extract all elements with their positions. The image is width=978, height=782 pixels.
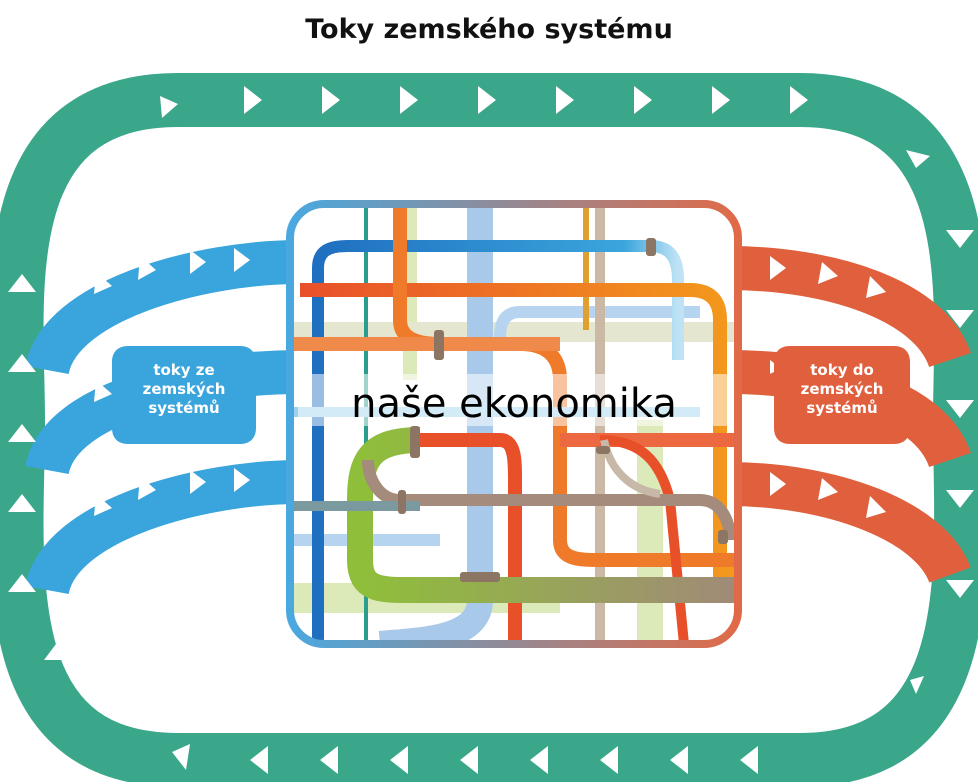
arrow-left-icon [740, 746, 758, 774]
outflow-label-line: systémů [806, 399, 877, 417]
center-label-band [298, 374, 734, 426]
arrow-left-icon [250, 746, 268, 774]
outflow-label-line: zemských [801, 380, 884, 398]
arrow-left-icon [172, 744, 190, 770]
arrow-down-icon [946, 490, 974, 508]
arrow-right-icon [712, 86, 730, 114]
arrow-right-icon [478, 86, 496, 114]
loop-arrows-bottom [172, 744, 758, 774]
arrow-up-icon [8, 354, 36, 372]
inflow-band [25, 240, 301, 376]
arrow-down-icon [946, 400, 974, 418]
economy-box-border [286, 200, 742, 648]
center-label: naše ekonomika [351, 381, 677, 427]
arrow-down-icon [946, 580, 974, 598]
arrow-down-icon [946, 310, 974, 328]
loop-arrows-right [906, 150, 974, 694]
inflow-label-line: zemských [143, 380, 226, 398]
outflow-band [727, 462, 971, 585]
arrow-left-icon [460, 746, 478, 774]
loop-arrows-top [160, 86, 808, 118]
loop-arrows-left [8, 186, 82, 660]
inflow-label-line: systémů [148, 399, 219, 417]
arrow-up-icon [8, 494, 36, 512]
outflow-label-line: toky do [810, 361, 874, 379]
outflow-label-tag: toky do zemských systémů [748, 346, 910, 444]
arrow-right-icon [322, 86, 340, 114]
diagram-title: Toky zemského systému [305, 14, 673, 45]
inflow-band [25, 460, 301, 596]
arrow-right-icon [160, 96, 178, 118]
arrow-down-icon [906, 150, 930, 168]
inflow-label-line: toky ze [153, 361, 214, 379]
arrow-up-icon [8, 424, 36, 442]
arrow-up-icon [44, 644, 70, 660]
arrow-left-icon [670, 746, 688, 774]
arrow-left-icon [600, 746, 618, 774]
arrow-up-icon [8, 574, 36, 592]
arrow-left-icon [320, 746, 338, 774]
arrow-down-icon [910, 676, 924, 694]
arrow-left-icon [390, 746, 408, 774]
arrow-right-icon [790, 86, 808, 114]
arrow-right-icon [400, 86, 418, 114]
arrow-right-icon [634, 86, 652, 114]
arrow-down-icon [946, 230, 974, 248]
arrow-left-icon [530, 746, 548, 774]
arrow-right-icon [244, 86, 262, 114]
earth-loop-track [0, 73, 978, 782]
arrow-up-icon [8, 274, 36, 292]
arrow-right-icon [556, 86, 574, 114]
inflow-label-tag: toky ze zemských systémů [112, 346, 282, 444]
arrow-up-icon [60, 186, 82, 204]
